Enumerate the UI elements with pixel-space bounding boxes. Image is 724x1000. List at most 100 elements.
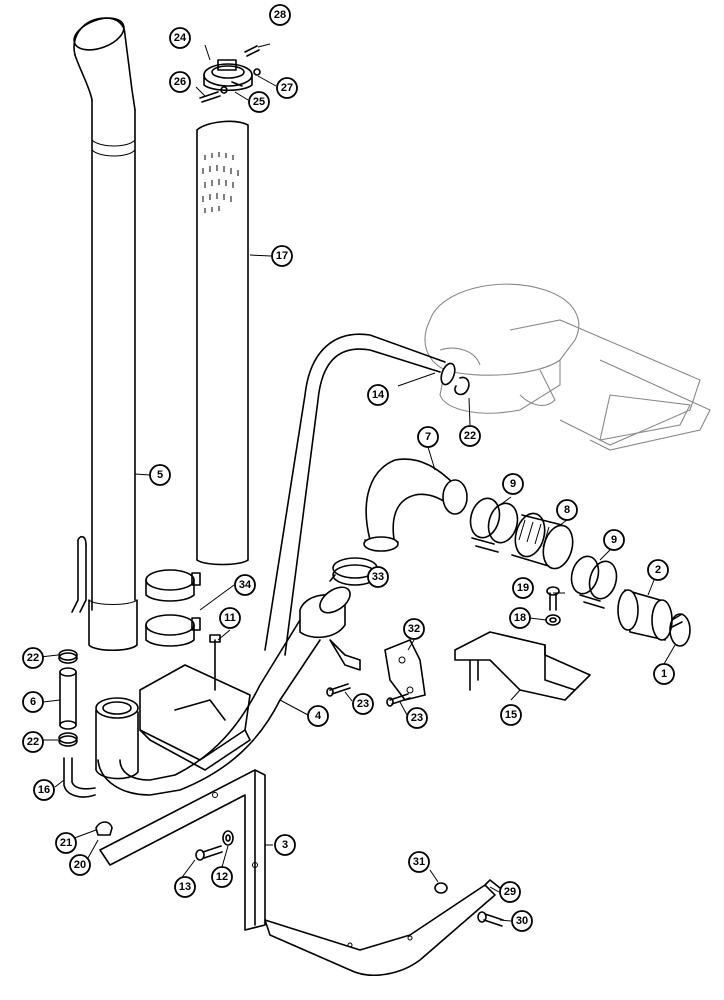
bottom-plate-29 [264,879,501,976]
callout-label: 27 [281,82,293,94]
callout-17: 17 [271,245,293,267]
callout-15: 15 [500,704,522,726]
drain-tube-upper [71,535,87,613]
top-clamp-assembly [199,45,261,103]
callout-label: 3 [282,839,288,851]
washer-18 [545,614,561,626]
callout-label: 1 [661,668,667,680]
callout-26: 26 [169,71,191,93]
callout-2: 2 [647,559,669,581]
callout-label: 15 [505,709,517,721]
callout-18: 18 [509,607,531,629]
callout-16: 16 [33,779,55,801]
callout-5: 5 [149,464,171,486]
bolt-30 [477,911,504,927]
callout-label: 5 [157,469,163,481]
bolt-13 [195,845,223,861]
hose-clamp-left [469,497,519,553]
callout-33: 33 [367,566,389,588]
callout-label: 30 [516,915,528,927]
small-bracket-32 [329,639,426,701]
callout-23-left: 23 [352,693,374,715]
callout-label: 6 [30,696,36,708]
callout-label: 19 [517,582,529,594]
callout-9b: 9 [603,529,625,551]
callout-4: 4 [307,705,329,727]
callout-label: 2 [655,564,661,576]
hose-clamp-22-lower [58,732,78,747]
rubber-sleeve [511,512,574,570]
callout-19: 19 [512,577,534,599]
nut-31 [434,882,448,894]
callout-label: 7 [425,431,431,443]
callout-label: 29 [504,886,516,898]
callout-label: 33 [372,571,384,583]
callout-7: 7 [417,426,439,448]
bolt-19 [546,586,560,611]
callout-6: 6 [22,691,44,713]
callout-27: 27 [276,77,298,99]
callout-label: 23 [357,698,369,710]
callout-28: 28 [269,4,291,26]
callout-label: 8 [564,504,570,516]
callout-label: 16 [38,784,50,796]
bolts-23 [326,683,411,707]
callout-29: 29 [499,881,521,903]
support-bracket-15 [454,631,591,701]
callout-31: 31 [408,851,430,873]
callout-13: 13 [174,876,196,898]
callout-label: 34 [239,579,252,591]
callout-22-upper: 22 [22,647,44,669]
callout-30: 30 [511,910,533,932]
callout-22-lower: 22 [22,731,44,753]
callout-label: 22 [464,430,476,442]
callout-label: 4 [315,710,322,722]
callout-label: 24 [174,32,187,44]
callout-label: 12 [216,871,228,883]
callout-32: 32 [403,618,425,640]
callout-25: 25 [248,91,270,113]
callout-22-hose: 22 [459,425,481,447]
callout-11: 11 [219,607,241,629]
callout-label: 22 [27,736,39,748]
callout-label: 11 [224,612,236,624]
callout-label: 22 [27,652,39,664]
clip-20-21 [95,821,113,836]
callout-label: 20 [74,859,86,871]
drain-hose-6 [59,667,77,730]
callout-21: 21 [55,832,77,854]
callout-label: 13 [179,881,191,893]
flexible-hose [264,333,470,656]
hose-clamp-right [570,555,618,609]
callout-label: 32 [408,623,420,635]
callout-label: 14 [372,389,385,401]
callout-label: 17 [276,250,288,262]
exhaust-pipe [95,586,351,796]
callout-9a: 9 [502,473,524,495]
callout-23-right: 23 [406,707,428,729]
callout-20: 20 [69,854,91,876]
callout-34: 34 [234,574,256,596]
callout-label: 18 [514,612,526,624]
small-clamp [669,613,691,647]
callout-14: 14 [367,384,389,406]
callout-label: 28 [274,9,286,21]
callout-label: 9 [611,534,617,546]
callout-label: 25 [253,96,265,108]
callout-label: 21 [60,837,72,849]
callout-label: 23 [411,712,423,724]
callout-3: 3 [274,834,296,856]
callout-label: 31 [413,856,425,868]
callout-8: 8 [556,499,578,521]
stack-clamps-34 [145,569,201,647]
drain-tube-16 [63,757,96,798]
hose-clamp-22-upper [58,649,78,664]
lower-bracket-3 [99,769,266,931]
intake-elbow [363,458,468,552]
callout-24: 24 [169,27,191,49]
coupling [617,589,673,641]
washer-12 [222,830,234,846]
pipe-mount-bracket [139,634,251,771]
air-cleaner-housing [424,283,711,451]
